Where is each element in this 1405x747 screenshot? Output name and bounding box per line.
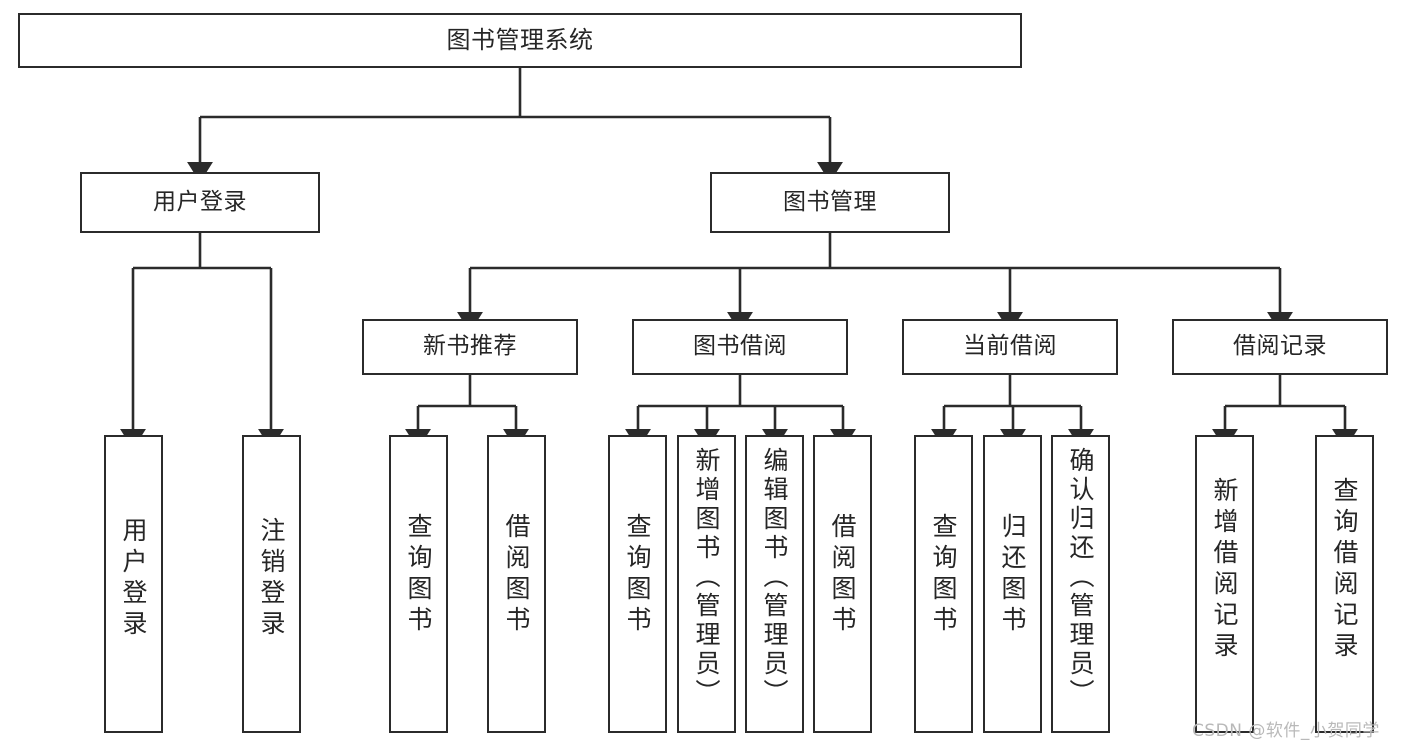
node-label: 图书借阅	[693, 333, 787, 360]
leaf-edit-book[interactable]: 编辑图书（管理员）	[745, 435, 804, 733]
node-label: 查询图书	[404, 513, 433, 637]
node-label: 编辑图书（管理员）	[760, 447, 789, 708]
node-label: 借阅记录	[1233, 333, 1327, 360]
leaf-borrow-book-recommend[interactable]: 借阅图书	[487, 435, 546, 733]
node-label: 借阅图书	[502, 513, 531, 637]
node-label: 图书管理系统	[446, 26, 594, 55]
node-label: 用户登录	[153, 188, 247, 215]
node-borrow-record[interactable]: 借阅记录	[1172, 319, 1388, 375]
leaf-query-book-current[interactable]: 查询图书	[914, 435, 973, 733]
leaf-confirm-return[interactable]: 确认归还（管理员）	[1051, 435, 1110, 733]
leaf-user-logout[interactable]: 注销登录	[242, 435, 301, 733]
node-label: 新增借阅记录	[1210, 477, 1239, 663]
leaf-borrow-book-borrow[interactable]: 借阅图书	[813, 435, 872, 733]
node-book-manage[interactable]: 图书管理	[710, 172, 950, 233]
node-label: 借阅图书	[828, 513, 857, 637]
node-book-borrow[interactable]: 图书借阅	[632, 319, 848, 375]
node-new-book-recommend[interactable]: 新书推荐	[362, 319, 578, 375]
node-label: 查询图书	[623, 513, 652, 637]
node-label: 归还图书	[998, 513, 1027, 637]
node-label: 确认归还（管理员）	[1066, 447, 1095, 708]
node-label: 新增图书（管理员）	[692, 447, 721, 708]
node-label: 当前借阅	[963, 333, 1057, 360]
node-label: 图书管理	[783, 188, 877, 215]
leaf-user-login[interactable]: 用户登录	[104, 435, 163, 733]
node-label: 用户登录	[119, 517, 148, 641]
leaf-query-borrow-record[interactable]: 查询借阅记录	[1315, 435, 1374, 733]
csdn-watermark: CSDN @软件_小贺同学	[1192, 721, 1380, 741]
node-current-borrow[interactable]: 当前借阅	[902, 319, 1118, 375]
leaf-add-borrow-record[interactable]: 新增借阅记录	[1195, 435, 1254, 733]
node-label: 查询借阅记录	[1330, 477, 1359, 663]
leaf-add-book[interactable]: 新增图书（管理员）	[677, 435, 736, 733]
leaf-query-book-recommend[interactable]: 查询图书	[389, 435, 448, 733]
node-label: 查询图书	[929, 513, 958, 637]
leaf-query-book-borrow[interactable]: 查询图书	[608, 435, 667, 733]
node-label: 注销登录	[257, 517, 286, 641]
node-root-system[interactable]: 图书管理系统	[18, 13, 1022, 68]
node-user-login[interactable]: 用户登录	[80, 172, 320, 233]
node-label: 新书推荐	[423, 333, 517, 360]
leaf-return-book[interactable]: 归还图书	[983, 435, 1042, 733]
